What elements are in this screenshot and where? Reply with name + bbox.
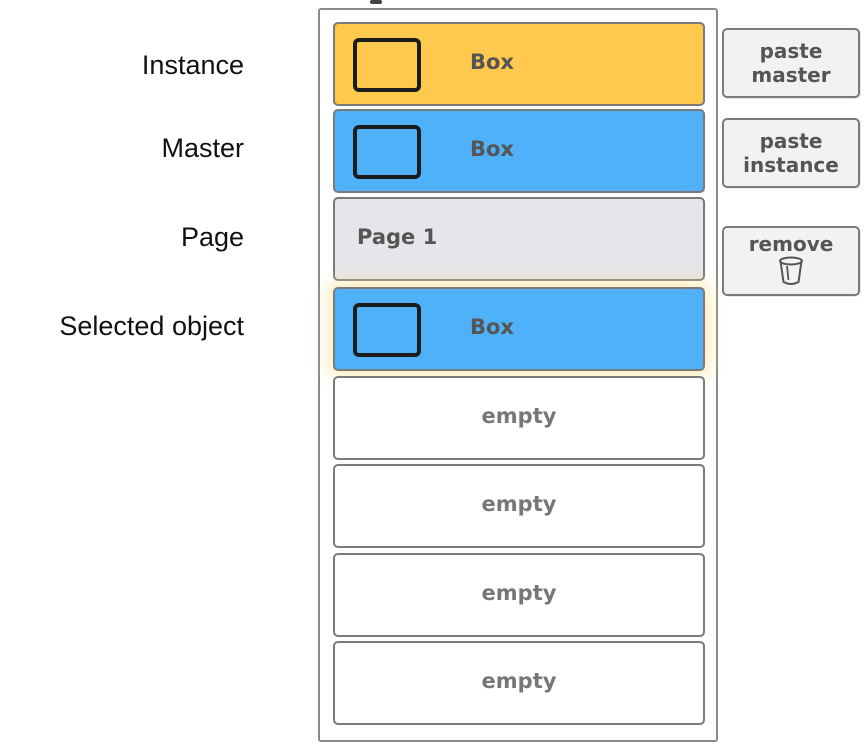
trash-icon [779,256,803,285]
row-label: empty [481,492,557,516]
label-page: Page [180,222,244,252]
label-master: Master [161,133,244,163]
button-label: paste [759,39,823,63]
box-swatch-icon [353,38,421,92]
row-label: Box [470,50,514,74]
label-selected-object: Selected object [59,311,244,341]
row-label: Box [470,315,514,339]
panel-top-mark [370,0,382,4]
box-swatch-icon [353,125,421,179]
row-label: empty [481,581,557,605]
button-label: paste [759,129,823,153]
remove-button[interactable]: remove [722,226,860,296]
label-instance: Instance [141,50,244,80]
row-label: empty [481,669,557,693]
row-empty[interactable]: empty [333,553,705,637]
button-label: master [751,63,831,87]
row-label: Box [470,137,514,161]
paste-instance-button[interactable]: paste instance [722,118,860,188]
row-instance[interactable]: Box [333,22,705,106]
row-label: empty [481,404,557,428]
row-empty[interactable]: empty [333,464,705,548]
row-empty[interactable]: empty [333,376,705,460]
row-empty[interactable]: empty [333,641,705,725]
button-label: remove [748,232,834,256]
paste-master-button[interactable]: paste master [722,28,860,98]
row-page[interactable]: Page 1 [333,197,705,281]
button-label: instance [743,153,839,177]
row-selected[interactable]: Box [333,287,705,371]
row-master[interactable]: Box [333,109,705,193]
box-swatch-icon [353,303,421,357]
row-label: Page 1 [357,225,438,249]
